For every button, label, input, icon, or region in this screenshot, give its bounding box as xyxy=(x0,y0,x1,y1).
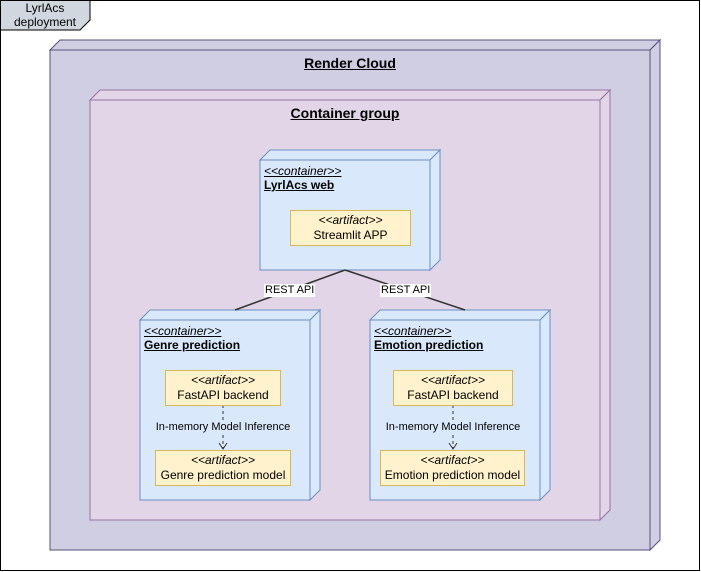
genre-model-name: Genre prediction model xyxy=(160,468,286,482)
web-name: LyrlAcs web xyxy=(264,178,335,192)
emotion-model-name: Emotion prediction model xyxy=(384,468,521,482)
emotion-backend-artifact: <<artifact>> FastAPI backend xyxy=(393,370,513,406)
genre-model-artifact: <<artifact>> Genre prediction model xyxy=(155,450,291,486)
rest-api-label-right: REST API xyxy=(380,284,432,297)
streamlit-artifact-stereotype: <<artifact>> xyxy=(318,213,383,227)
emotion-stereotype: <<container>> xyxy=(374,324,452,338)
emotion-backend-stereotype: <<artifact>> xyxy=(420,373,486,387)
genre-model-stereotype: <<artifact>> xyxy=(190,453,256,467)
web-stereotype: <<container>> xyxy=(264,164,342,178)
genre-backend-stereotype: <<artifact>> xyxy=(190,373,256,387)
genre-backend-artifact: <<artifact>> FastAPI backend xyxy=(165,370,281,406)
emotion-model-artifact: <<artifact>> Emotion prediction model xyxy=(380,450,525,486)
streamlit-artifact: <<artifact>> Streamlit APP xyxy=(290,210,411,246)
emotion-dependency-arrow xyxy=(448,405,458,450)
emotion-inference-label: In-memory Model Inference xyxy=(380,421,526,434)
genre-name: Genre prediction xyxy=(144,338,241,352)
genre-dependency-arrow xyxy=(218,405,228,450)
container-group-title: Container group xyxy=(290,105,400,121)
emotion-name: Emotion prediction xyxy=(374,338,484,352)
genre-inference-label: In-memory Model Inference xyxy=(150,421,296,434)
emotion-model-stereotype: <<artifact>> xyxy=(420,453,485,467)
frame-label-line2: deployment xyxy=(13,15,77,29)
emotion-backend-name: FastAPI backend xyxy=(407,388,499,402)
genre-backend-name: FastAPI backend xyxy=(177,388,269,402)
rest-api-label-left: REST API xyxy=(264,284,316,297)
streamlit-artifact-name: Streamlit APP xyxy=(313,228,388,242)
genre-stereotype: <<container>> xyxy=(144,324,222,338)
render-cloud-title: Render Cloud xyxy=(304,55,396,71)
frame-label-tab xyxy=(0,0,91,31)
frame-label-line1: LyrlAcs xyxy=(25,1,65,15)
